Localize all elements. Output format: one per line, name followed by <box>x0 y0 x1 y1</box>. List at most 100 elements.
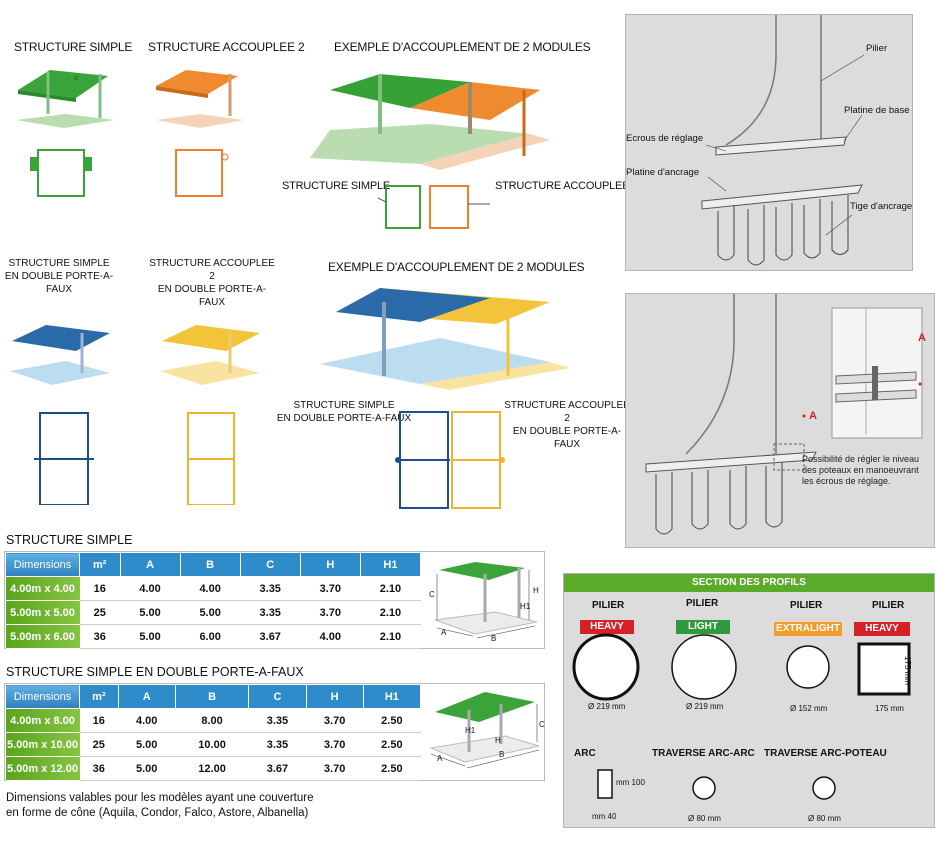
table-row: 5.00m x 10.00 25 5.00 10.00 3.35 3.70 2.… <box>5 732 421 757</box>
table1-container: Dimensions m² A B C H H1 4.00m x 4.00 16… <box>4 551 545 649</box>
cell-c: 3.35 <box>240 600 301 625</box>
cell-h: 3.70 <box>300 576 361 601</box>
level-adjust-drawing <box>645 294 923 535</box>
table1-title: STRUCTURE SIMPLE <box>6 533 133 547</box>
diam-80-arc: Ø 80 mm <box>688 814 721 823</box>
dim-label-c: C <box>429 590 435 599</box>
callout-structure-simple: STRUCTURE SIMPLE <box>282 180 391 192</box>
th-m2: m² <box>79 552 121 577</box>
cell-c: 3.35 <box>248 732 307 757</box>
badge-extralight: EXTRALIGHT <box>774 622 842 636</box>
th-a: A <box>117 684 176 709</box>
th-b: B <box>179 552 241 577</box>
cell-a: 5.00 <box>120 624 181 649</box>
dimensions-table-simple: Dimensions m² A B C H H1 4.00m x 4.00 16… <box>5 552 422 649</box>
dim-label-a: A <box>437 754 443 763</box>
cell-a: 5.00 <box>118 756 176 781</box>
arc-mm40: mm 40 <box>592 812 617 821</box>
cell-a: 5.00 <box>118 732 176 757</box>
th-h: H <box>305 684 364 709</box>
footnote-l2: en forme de cône (Aquila, Condor, Falco,… <box>6 807 309 819</box>
footnote: Dimensions valables pour les modèles aya… <box>6 791 313 821</box>
adjust-note-l1: Possibilité de régler le niveau <box>802 454 920 464</box>
cell-h: 3.70 <box>300 600 361 625</box>
height-175: 175 mm <box>903 656 912 685</box>
cell-m2: 25 <box>79 732 119 757</box>
th-c: C <box>239 552 301 577</box>
label-structure-accouplee: STRUCTURE ACCOUPLEE 2 <box>148 40 305 54</box>
th-a: A <box>119 552 181 577</box>
cell-a: 4.00 <box>120 576 181 601</box>
marker-a: A <box>809 410 817 422</box>
cell-m2: 16 <box>79 708 119 733</box>
th-h1: H1 <box>362 684 422 709</box>
blue-canopy-illustration <box>10 325 110 505</box>
cell-m2: 36 <box>79 624 121 649</box>
anchor-plate-panel: Pilier Platine de base Ecrous de réglage… <box>625 14 913 271</box>
label-simple-double-l2: EN DOUBLE PORTE-A-FAUX <box>4 271 114 295</box>
dim-label-b: B <box>499 750 505 759</box>
footnote-l1: Dimensions valables pour les modèles aya… <box>6 792 314 804</box>
cell-dim: 4.00m x 8.00 <box>5 708 80 733</box>
double-dimension-sketch <box>429 692 540 769</box>
dim-label-b: B <box>491 634 497 643</box>
cell-m2: 36 <box>79 756 119 781</box>
level-adjust-panel: A A Possibilité de régler le niveau des … <box>625 293 935 548</box>
cell-b: 6.00 <box>180 624 241 649</box>
label-accouplee-double-l2: EN DOUBLE PORTE-A-FAUX <box>157 284 267 308</box>
traverse-poteau-title: TRAVERSE ARC-POTEAU <box>764 748 887 759</box>
pillar-heavy-title: PILIER <box>592 600 625 611</box>
cell-b: 8.00 <box>175 708 249 733</box>
arc-mm100: mm 100 <box>616 778 645 787</box>
coupled-double-canopy-illustration <box>320 288 570 390</box>
cell-b: 10.00 <box>175 732 249 757</box>
adjust-note: Possibilité de régler le niveau des pote… <box>802 454 919 487</box>
dim-label-h1: H1 <box>520 602 531 611</box>
adjust-note-l3: les écrous de réglage. <box>802 476 891 486</box>
cell-h: 4.00 <box>300 624 361 649</box>
marker-a-detail: A <box>918 332 926 344</box>
label-exemple-accouplement: EXEMPLE D'ACCOUPLEMENT DE 2 MODULES <box>334 40 591 54</box>
label-structure-simple: STRUCTURE SIMPLE <box>14 40 133 54</box>
cell-c: 3.67 <box>240 624 301 649</box>
cell-h: 3.70 <box>306 708 364 733</box>
callout-accouplee-double-l2: EN DOUBLE PORTE-A-FAUX <box>512 426 622 450</box>
dim-label-h: H <box>495 736 501 745</box>
cell-b: 12.00 <box>175 756 249 781</box>
table2-container: Dimensions m² A B C H H1 4.00m x 8.00 16… <box>4 683 545 781</box>
cell-h1: 2.50 <box>363 708 421 733</box>
anchor-plate-drawing <box>701 15 865 266</box>
cell-m2: 25 <box>79 600 121 625</box>
callout-simple-double-l1: STRUCTURE SIMPLE <box>293 400 395 411</box>
cell-h1: 2.10 <box>360 624 421 649</box>
cell-h: 3.70 <box>306 756 364 781</box>
cell-c: 3.67 <box>248 756 307 781</box>
cell-a: 5.00 <box>120 600 181 625</box>
profile-sections-drawing <box>572 633 911 800</box>
label-platine-ancrage: Platine d'ancrage <box>626 167 700 178</box>
table-row: 4.00m x 4.00 16 4.00 4.00 3.35 3.70 2.10 <box>5 576 421 601</box>
th-h1: H1 <box>359 552 422 577</box>
coupling-double-plan-diagram <box>395 411 505 509</box>
diam-219-light: Ø 219 mm <box>686 702 724 711</box>
th-m2: m² <box>79 684 119 709</box>
cell-m2: 16 <box>79 576 121 601</box>
table-row: 5.00m x 5.00 25 5.00 5.00 3.35 3.70 2.10 <box>5 600 421 625</box>
profiles-panel: SECTION DES PROFILS PILIER PILIER PILIER… <box>563 573 935 828</box>
th-c: C <box>248 684 307 709</box>
orange-canopy-illustration <box>156 70 244 197</box>
label-ecrous: Ecrous de réglage <box>626 133 704 144</box>
simple-dimension-sketch <box>434 562 538 639</box>
width-175: 175 mm <box>875 704 904 713</box>
adjust-note-l2: des poteaux en manoeuvrant <box>802 465 919 475</box>
diam-80-poteau: Ø 80 mm <box>808 814 841 823</box>
callout-simple-double-l2: EN DOUBLE PORTE-A-FAUX <box>276 413 412 424</box>
badge-light: LIGHT <box>676 620 730 634</box>
yellow-canopy-illustration <box>160 325 260 505</box>
callout-structure-accouplee: STRUCTURE ACCOUPLEE <box>495 180 630 192</box>
label-platine-base: Platine de base <box>844 105 910 116</box>
callout-accouplee-double-l1: STRUCTURE ACCOUPLEE 2 <box>504 400 630 424</box>
table-row: 5.00m x 12.00 36 5.00 12.00 3.67 3.70 2.… <box>5 756 421 781</box>
dim-label-h1: H1 <box>465 726 476 735</box>
cell-c: 3.35 <box>248 708 307 733</box>
